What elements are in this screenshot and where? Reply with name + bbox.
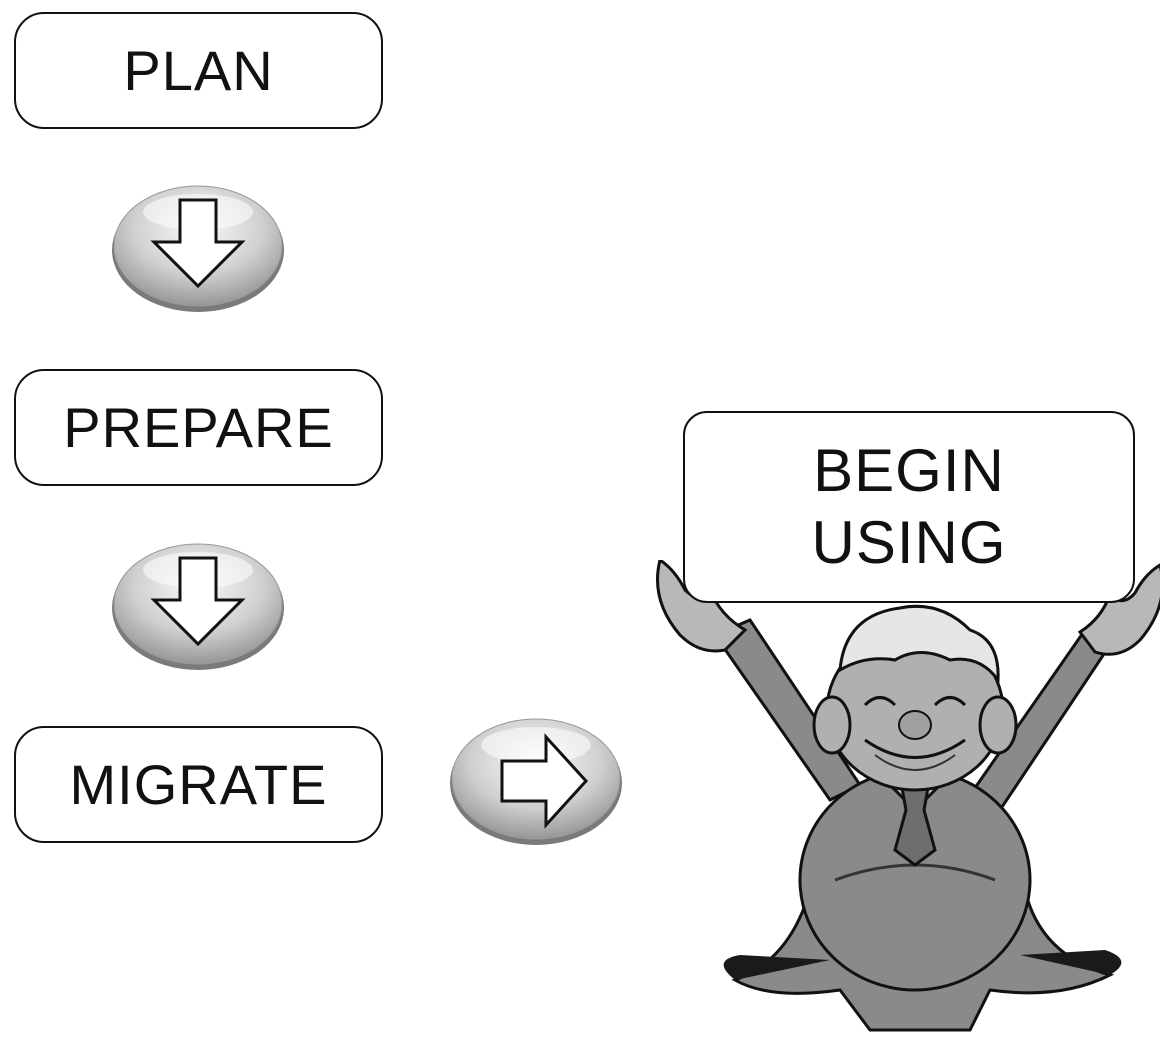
goal-begin-using-box: BEGIN USING (683, 411, 1135, 603)
step-migrate-box: MIGRATE (14, 726, 383, 843)
arrow-down-icon (112, 185, 284, 312)
arrow-right-icon (450, 718, 622, 845)
step-plan-box: PLAN (14, 12, 383, 129)
goal-line2: USING (811, 509, 1007, 576)
goal-line1: BEGIN (813, 437, 1005, 504)
arrow-down-icon (112, 543, 284, 670)
step-prepare-box: PREPARE (14, 369, 383, 486)
step-plan-label: PLAN (123, 39, 274, 102)
celebrating-man-illustration (656, 560, 1160, 1032)
step-migrate-label: MIGRATE (69, 753, 328, 816)
step-prepare-label: PREPARE (63, 396, 334, 459)
